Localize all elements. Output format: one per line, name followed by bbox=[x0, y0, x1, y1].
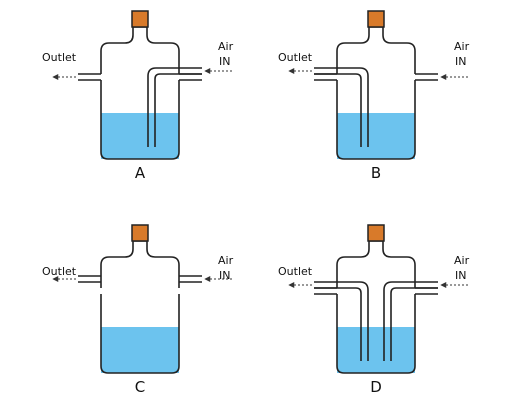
inlet-dip-tube bbox=[383, 281, 438, 361]
bottle-panel-c: Outlet Air IN C bbox=[42, 224, 234, 396]
liquid bbox=[101, 327, 179, 373]
stopper bbox=[131, 10, 149, 28]
outlet-label: Outlet bbox=[42, 51, 77, 64]
panel-caption: A bbox=[135, 164, 146, 182]
outlet-label: Outlet bbox=[42, 265, 77, 278]
inlet-port bbox=[179, 275, 202, 283]
inlet-dip-tube bbox=[147, 67, 202, 147]
outlet-port bbox=[314, 287, 337, 295]
bottle-panel-b: Outlet Air IN B bbox=[278, 10, 470, 182]
outlet-label: Outlet bbox=[278, 265, 313, 278]
outlet-port bbox=[78, 73, 101, 81]
outlet-port bbox=[314, 73, 337, 81]
bottle-panel-a: Outlet Air IN A bbox=[42, 10, 234, 182]
air-label: Air bbox=[218, 254, 234, 267]
panel-caption: C bbox=[135, 378, 145, 396]
outlet-dip-tube bbox=[314, 67, 369, 147]
in-label: IN bbox=[455, 269, 466, 282]
in-label: IN bbox=[219, 55, 230, 68]
air-label: Air bbox=[454, 40, 470, 53]
panel-caption: B bbox=[371, 164, 381, 182]
inlet-port bbox=[415, 73, 438, 81]
outlet-port bbox=[78, 275, 101, 283]
stopper bbox=[131, 224, 149, 242]
air-label: Air bbox=[454, 254, 470, 267]
stopper bbox=[367, 10, 385, 28]
inlet-port bbox=[179, 73, 202, 81]
panel-caption: D bbox=[370, 378, 382, 396]
air-label: Air bbox=[218, 40, 234, 53]
liquid bbox=[337, 327, 415, 373]
outlet-dip-tube bbox=[314, 281, 369, 361]
stopper bbox=[367, 224, 385, 242]
outlet-label: Outlet bbox=[278, 51, 313, 64]
bottle-panel-d: Outlet Air IN D bbox=[278, 224, 470, 396]
liquid bbox=[337, 113, 415, 159]
liquid bbox=[101, 113, 179, 159]
in-label: IN bbox=[219, 269, 230, 282]
inlet-port bbox=[415, 287, 438, 295]
in-label: IN bbox=[455, 55, 466, 68]
